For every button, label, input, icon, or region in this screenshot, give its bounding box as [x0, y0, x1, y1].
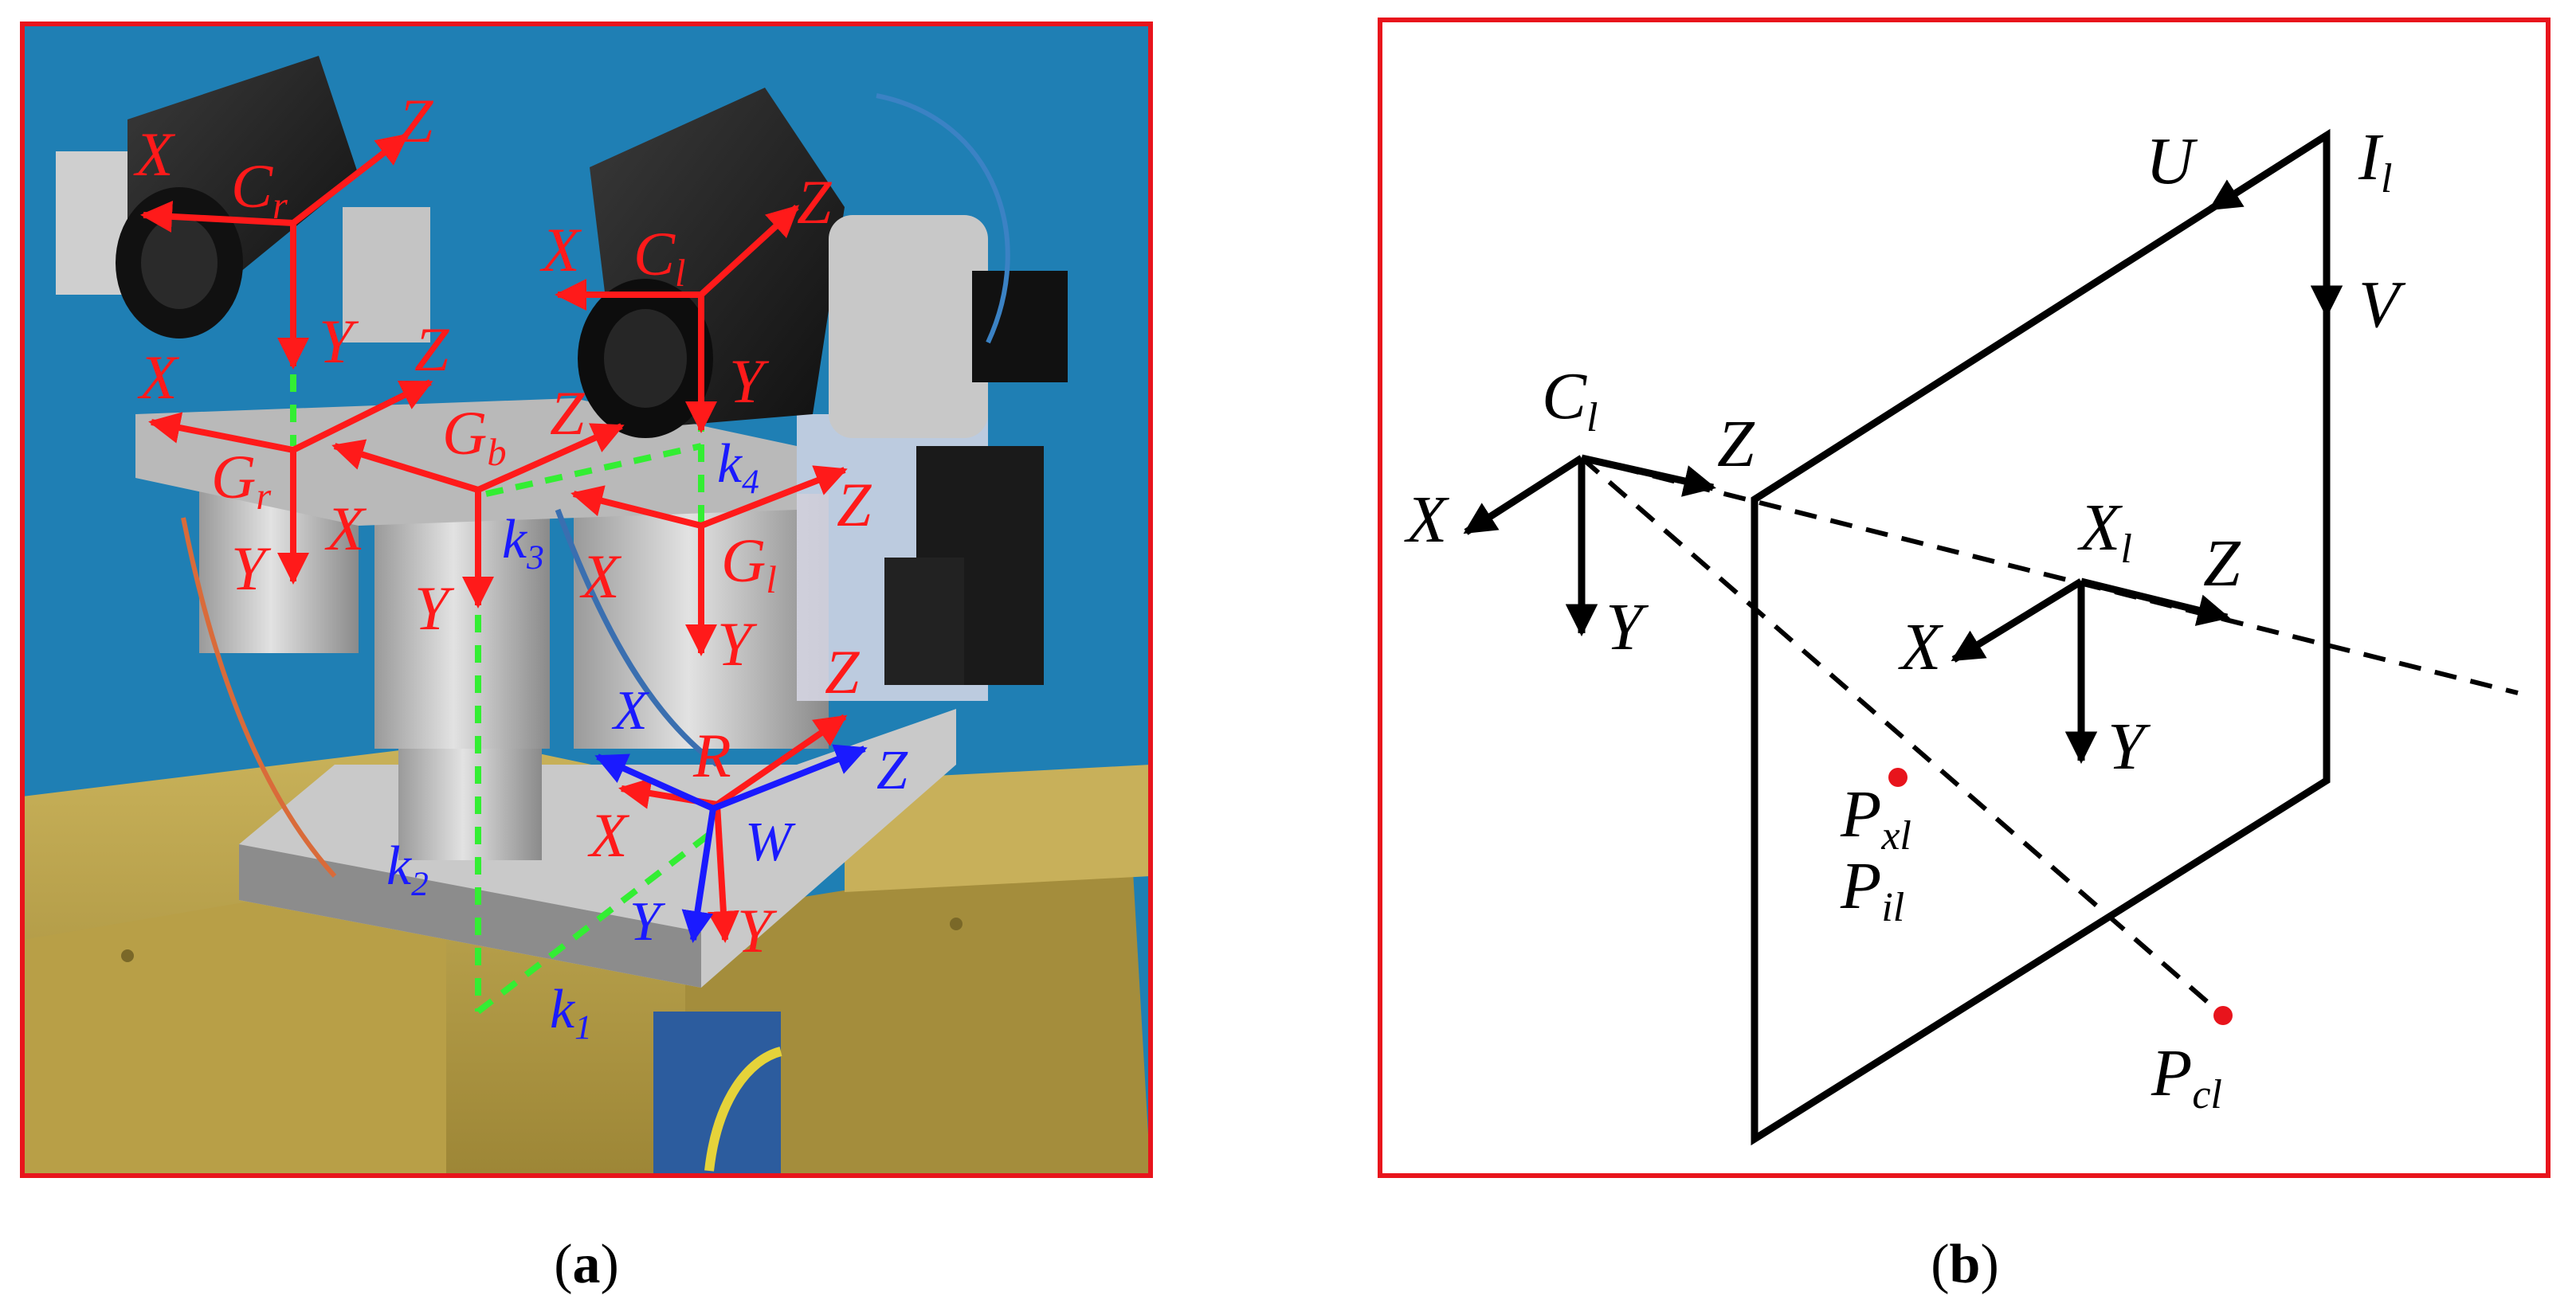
image-axes — [2208, 132, 2343, 319]
w-y-label: Y — [629, 891, 666, 953]
gr-z-label: Z — [414, 315, 450, 384]
pxl-label: Pxl — [1840, 777, 1911, 859]
cr-z-label: Z — [398, 86, 434, 155]
k3-label: k3 — [502, 509, 544, 577]
link-lines — [290, 374, 719, 1015]
panel-a-border — [20, 22, 1153, 1178]
panel-b-caption: (b) — [1931, 1234, 1999, 1295]
k1-label: k1 — [550, 979, 592, 1047]
right-camera — [56, 56, 430, 342]
panel-b: U Il V Cl X Y Z Xl X Y Z Pxl Pil Pcl (b) — [1378, 18, 2551, 1295]
w-z-label: Z — [876, 740, 908, 801]
gr-x-label: X — [137, 342, 180, 412]
gb-y-label: Y — [414, 573, 455, 643]
v-label: V — [2358, 268, 2406, 342]
gl-x-label: X — [579, 542, 622, 611]
point-z-label: Z — [2203, 526, 2241, 601]
left-camera — [578, 88, 1068, 438]
gl-y-label: Y — [717, 609, 758, 679]
point-frame — [1951, 577, 2230, 765]
cl-y-label: Y — [729, 346, 770, 416]
frame-labels: X Z Y Cr X Z Y Cl X Z Y Gr X Z Y Gb X Z … — [133, 86, 872, 965]
point-y-label: Y — [2107, 710, 2151, 784]
r-y-label: Y — [737, 896, 778, 965]
world-labels: X Z Y W k1 k2 k3 k4 — [386, 433, 908, 1047]
camera-x-label: X — [1404, 483, 1450, 557]
point-x-label: X — [1898, 610, 1944, 684]
image-plane — [1751, 128, 2331, 1146]
r-label: R — [692, 721, 731, 790]
cr-y-label: Y — [319, 307, 359, 376]
u-label: U — [2146, 124, 2198, 198]
cl-z-label: Z — [797, 167, 833, 237]
gr-label: Gr — [211, 442, 271, 518]
xl-label: Xl — [2077, 491, 2132, 572]
panel-b-border — [1378, 18, 2551, 1178]
gl-label: Gl — [721, 526, 777, 601]
panel-b-labels: U Il V Cl X Y Z Xl X Y Z Pxl Pil Pcl — [1404, 120, 2406, 1117]
world-frame-arrows — [594, 744, 868, 943]
r-x-label: X — [587, 800, 630, 870]
w-x-label: X — [611, 680, 650, 742]
cr-label: Cr — [231, 151, 288, 227]
point-pxl — [1888, 768, 1907, 787]
panel-a-caption: (a) — [554, 1234, 619, 1295]
gb-x-label: X — [324, 494, 367, 563]
k4-label: k4 — [717, 433, 759, 501]
camera-y-label: Y — [1606, 590, 1649, 664]
cables — [181, 93, 1010, 1172]
point-pcl — [2213, 1006, 2233, 1025]
robot-base — [239, 701, 956, 988]
rays — [1580, 456, 2519, 1018]
camera-frame — [1463, 454, 1716, 637]
pil-label: Pil — [1840, 849, 1904, 930]
gb-z-label: Z — [550, 378, 586, 448]
w-label: W — [745, 812, 796, 873]
gl-z-label: Z — [837, 470, 872, 539]
cr-x-label: X — [133, 119, 176, 189]
gb-label: Gb — [442, 398, 507, 474]
frame-arrows — [140, 132, 848, 943]
k2-label: k2 — [386, 836, 429, 903]
cl-x-label: X — [539, 215, 582, 284]
cl-label: Cl — [633, 219, 685, 295]
r-z-label: Z — [825, 637, 861, 706]
il-label: Il — [2358, 120, 2392, 202]
camera-z-label: Z — [1717, 407, 1755, 481]
gr-y-label: Y — [231, 534, 272, 603]
pcl-label: Pcl — [2151, 1036, 2222, 1117]
cl-label-b: Cl — [1542, 359, 1598, 440]
panel-a: X Z Y Cr X Z Y Cl X Z Y Gr X Z Y Gb X Z … — [20, 22, 1153, 1295]
